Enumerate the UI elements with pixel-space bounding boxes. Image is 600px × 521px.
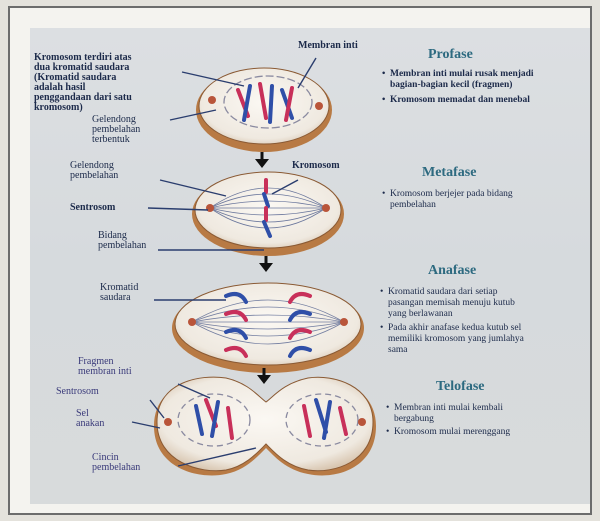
bullet-dot: • [380, 323, 383, 333]
bullet-dot: • [380, 287, 383, 297]
label-kromosom-terdiri: Kromosom terdiri atas dua kromatid sauda… [34, 52, 134, 113]
bullet-dot: • [386, 427, 389, 437]
telophase-cell [154, 377, 376, 475]
stage-bullet: • Kromosom berjejer pada bidang pembelah… [382, 189, 515, 210]
stage-title: Anafase [428, 263, 476, 278]
stage-bullet: • Membran inti mulai rusak menjadi bagia… [382, 69, 536, 90]
bullet-line: yang berlawanan [388, 309, 453, 319]
bullet-line: sama [388, 345, 408, 355]
label-kromatid-saudara: Kromatid saudara [100, 282, 141, 303]
bullet-line: Kromosom berjejer pada bidang [390, 189, 513, 199]
label-line: saudara [100, 292, 131, 303]
stage-profase: Profase • Membran inti mulai rusak menja… [382, 47, 536, 105]
bullet-dot: • [386, 403, 389, 413]
stage-anafase: Anafase • Kromatid saudara dari setiap p… [380, 263, 526, 355]
bullet-line: memiliki kromosom yang jumlahya [388, 334, 525, 344]
label-sentrosom-1: Sentrosom [70, 202, 116, 213]
bullet-line: pembelahan [390, 200, 436, 210]
stage-title: Metafase [422, 165, 476, 180]
label-line: kromosom) [34, 102, 83, 113]
bullet-line: bagian-bagian kecil (fragmen) [390, 79, 512, 90]
bullet-line: Kromatid saudara dari setiap [388, 287, 498, 297]
metaphase-cell [192, 172, 344, 256]
bullet-dot: • [382, 189, 385, 199]
prophase-cell [196, 68, 332, 152]
stage-bullet: • Kromosom memadat dan menebal [382, 95, 530, 105]
stage-bullet: • Pada akhir anafase kedua kutub sel mem… [380, 322, 526, 355]
label-membran-inti: Membran inti [298, 40, 358, 51]
label-sentrosom-2: Sentrosom [56, 386, 99, 397]
diagram-canvas: Kromosom terdiri atas dua kromatid sauda… [30, 28, 590, 504]
down-arrow-icon [259, 256, 273, 272]
bullet-line: Kromosom memadat dan menebal [390, 95, 530, 105]
label-line: pembelahan [92, 462, 140, 473]
label-line: membran inti [78, 366, 132, 377]
bullet-line: Kromosom mulai merenggang [394, 427, 510, 437]
bullet-dot: • [382, 95, 385, 105]
label-line: pembelahan [98, 240, 146, 251]
bullet-line: bergabung [394, 414, 434, 424]
image-frame: Kromosom terdiri atas dua kromatid sauda… [8, 6, 592, 515]
down-arrow-icon [255, 152, 269, 168]
bullet-line: Pada akhir anafase kedua kutub sel [388, 322, 522, 333]
label-gelendong-pembelahan: Gelendong pembelahan [70, 160, 118, 181]
label-line: anakan [76, 418, 104, 429]
stage-bullet: • Kromatid saudara dari setiap pasangan … [380, 287, 517, 319]
label-cincin-pembelahan: Cincin pembelahan [92, 452, 140, 473]
label-gelendong-terbentuk: Gelendong pembelahan terbentuk [92, 114, 143, 145]
label-line: pembelahan [70, 170, 118, 181]
label-line: terbentuk [92, 134, 130, 145]
bullet-dot: • [382, 69, 385, 79]
stage-bullet: • Membran inti mulai kembali bergabung [386, 403, 505, 424]
bullet-line: Membran inti mulai rusak menjadi [390, 69, 534, 79]
bullet-line: Membran inti mulai kembali [394, 403, 503, 413]
label-kromosom: Kromosom [292, 160, 340, 171]
bullet-line: pasangan memisah menuju kutub [388, 298, 515, 308]
stage-bullet: • Kromosom mulai merenggang [386, 427, 510, 437]
label-fragmen-membran: Fragmen membran inti [78, 356, 132, 377]
stage-metafase: Metafase • Kromosom berjejer pada bidang… [382, 165, 515, 210]
label-bidang-pembelahan: Bidang pembelahan [98, 230, 146, 251]
label-sel-anakan: Sel anakan [76, 408, 104, 429]
mitosis-diagram: Kromosom terdiri atas dua kromatid sauda… [30, 28, 590, 504]
stage-telofase: Telofase • Membran inti mulai kembali be… [386, 379, 510, 437]
stage-title: Telofase [436, 379, 484, 394]
anaphase-cell [172, 283, 364, 373]
stage-title: Profase [428, 47, 473, 62]
